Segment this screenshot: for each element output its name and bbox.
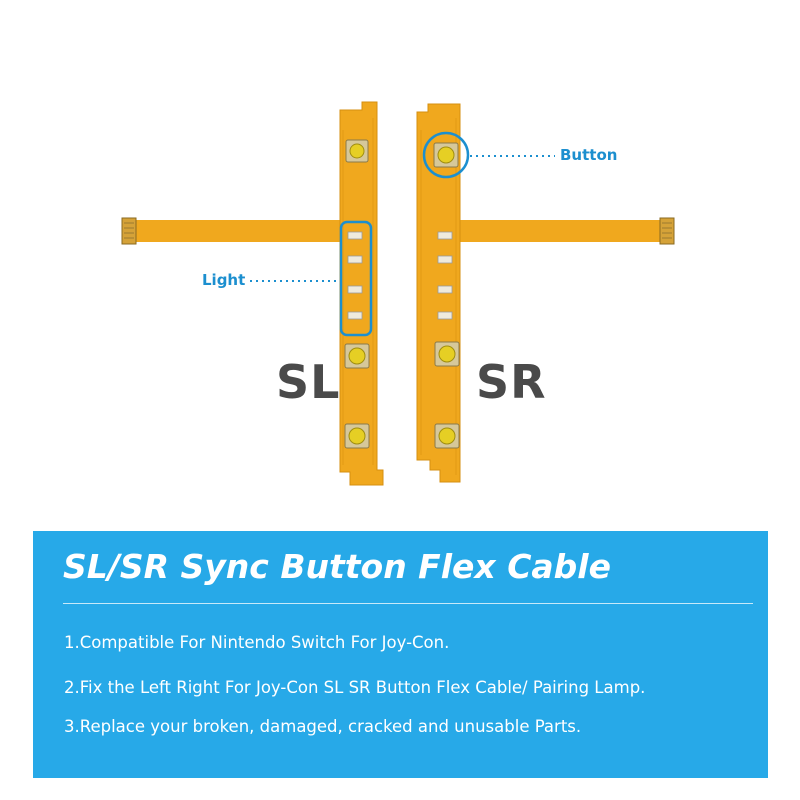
sr-connector — [659, 217, 675, 245]
sl-light-highlight — [339, 220, 373, 337]
sr-ribbon — [455, 220, 665, 242]
sl-ribbon — [130, 220, 345, 242]
feature-item: 3.Replace your broken, damaged, cracked … — [64, 717, 582, 736]
panel-title: SL/SR Sync Button Flex Cable — [63, 547, 611, 586]
panel-divider — [63, 603, 753, 604]
sr-label: SR — [476, 355, 547, 409]
info-panel: SL/SR Sync Button Flex Cable 1.Compatibl… — [33, 531, 768, 778]
sl-flex-cable — [121, 101, 384, 486]
button-callout: Button — [560, 146, 618, 164]
sr-flex-cable — [416, 103, 675, 483]
feature-item: 1.Compatible For Nintendo Switch For Joy… — [64, 633, 450, 652]
sl-label: SL — [276, 355, 341, 409]
sr-button-highlight — [422, 131, 470, 179]
sl-strip — [339, 101, 384, 486]
light-callout: Light — [202, 271, 246, 289]
feature-item: 2.Fix the Left Right For Joy-Con SL SR B… — [64, 678, 646, 697]
flex-cable-illustration — [121, 101, 675, 486]
sl-connector — [121, 217, 137, 245]
